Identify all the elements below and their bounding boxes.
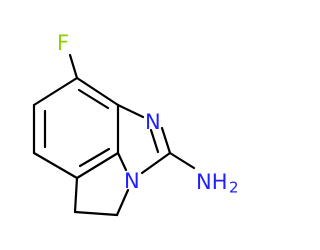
bond-imidazole-c-n-top	[116, 103, 145, 119]
bond-imidazole-n-c-double-b	[149, 128, 160, 154]
amine-subscript-label: 2	[229, 179, 239, 197]
bond-ch2-n	[115, 188, 130, 217]
molecule-structure-diagram: F N N NH 2	[32, 31, 239, 217]
fluorine-atom-label: F	[57, 31, 69, 55]
bond-benzene-bottom-left	[32, 151, 79, 180]
bond-benzene-double-bottom-right	[78, 147, 111, 168]
bond-benzene-bottom-right	[75, 151, 120, 180]
bond-benzene-top-right	[75, 76, 120, 107]
atom-labels: F N N NH 2	[57, 31, 239, 197]
bond-c-amine	[168, 151, 196, 170]
amine-nh-label: NH	[196, 170, 228, 194]
bond-ch2-ch2	[73, 210, 119, 217]
bond-f-c	[68, 53, 79, 80]
ring-nitrogen-atom-label: N	[124, 169, 140, 193]
imine-nitrogen-atom-label: N	[145, 110, 161, 134]
bond-benzene-double-top-right	[77, 88, 110, 110]
bond-benzene-top-left	[32, 76, 79, 107]
bond-imidazole-n-c-fused	[116, 151, 128, 172]
bond-group	[32, 53, 196, 217]
bond-ch2-aromatic-left	[73, 176, 79, 214]
bond-imidazole-n-c-double-a	[160, 126, 172, 155]
bond-imidazole-c-n-bottom	[140, 151, 172, 175]
